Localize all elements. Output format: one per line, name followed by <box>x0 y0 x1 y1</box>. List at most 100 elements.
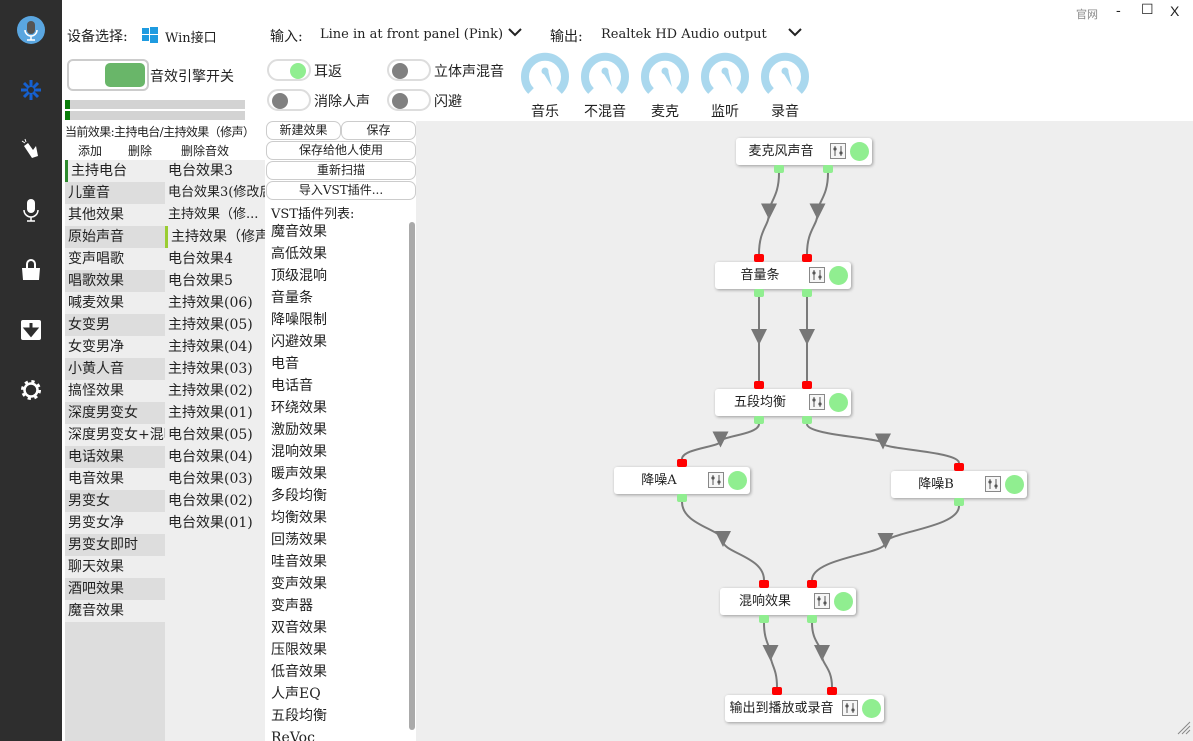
category-item[interactable]: 其他效果 <box>65 204 165 226</box>
preset-item[interactable]: 电台效果(04) <box>168 449 253 465</box>
category-item[interactable]: 女变男 <box>65 314 165 336</box>
category-item[interactable]: 深度男变女+混响 <box>65 424 165 446</box>
equalizer-settings-icon[interactable] <box>708 472 724 488</box>
output-port[interactable] <box>677 494 687 502</box>
volume-knob[interactable] <box>641 51 689 99</box>
category-item[interactable]: 男变女即时 <box>65 534 165 556</box>
vst-plugin-item[interactable]: 电音 <box>271 356 299 372</box>
effect-node[interactable]: 输出到播放或录音 <box>725 695 884 722</box>
output-port[interactable] <box>823 165 833 173</box>
effect-node[interactable]: 降噪A <box>614 467 750 494</box>
node-enabled-indicator[interactable] <box>728 471 747 490</box>
effect-node[interactable]: 麦克风声音 <box>736 138 872 165</box>
vst-plugin-item[interactable]: 低音效果 <box>271 664 327 680</box>
vst-plugin-item[interactable]: 闪避效果 <box>271 334 327 350</box>
category-item[interactable]: 电话效果 <box>65 446 165 468</box>
preset-item[interactable]: 电台效果(02) <box>168 493 253 509</box>
preset-item[interactable]: 主持效果(01) <box>168 405 253 421</box>
preset-item[interactable]: 主持效果(06) <box>168 295 253 311</box>
save-share-button[interactable]: 保存给他人使用 <box>266 141 416 160</box>
input-port[interactable] <box>802 381 812 389</box>
stereo-mix-toggle[interactable] <box>387 59 431 81</box>
vst-plugin-item[interactable]: 变声器 <box>271 598 313 614</box>
input-port[interactable] <box>954 463 964 471</box>
volume-knob[interactable] <box>761 51 809 99</box>
input-chevron-down-icon[interactable] <box>507 26 523 42</box>
app-logo-mic-icon[interactable] <box>16 15 46 45</box>
output-port[interactable] <box>759 615 769 623</box>
category-item[interactable]: 喊麦效果 <box>65 292 165 314</box>
input-port[interactable] <box>754 254 764 262</box>
preset-item[interactable]: 电台效果(05) <box>168 427 253 443</box>
category-item[interactable]: 聊天效果 <box>65 556 165 578</box>
volume-knob[interactable] <box>581 51 629 99</box>
output-chevron-down-icon[interactable] <box>787 26 803 42</box>
output-port[interactable] <box>754 416 764 424</box>
vst-plugin-item[interactable]: 哇音效果 <box>271 554 327 570</box>
vst-plugin-item[interactable]: 回荡效果 <box>271 532 327 548</box>
preset-item[interactable]: 电台效果(01) <box>168 515 253 531</box>
input-select[interactable]: Line in at front panel (Pink) <box>320 27 504 42</box>
import-vst-button[interactable]: 导入VST插件... <box>266 181 416 200</box>
vst-plugin-item[interactable]: ReVoc <box>271 730 315 741</box>
output-port[interactable] <box>754 289 764 297</box>
vst-plugin-item[interactable]: 混响效果 <box>271 444 327 460</box>
equalizer-settings-icon[interactable] <box>842 700 858 716</box>
vst-plugin-item[interactable]: 变声效果 <box>271 576 327 592</box>
output-select[interactable]: Realtek HD Audio output <box>601 27 767 42</box>
preset-item[interactable]: 电台效果5 <box>168 273 233 289</box>
node-enabled-indicator[interactable] <box>829 393 848 412</box>
effect-node[interactable]: 混响效果 <box>720 588 856 615</box>
maximize-button[interactable]: ☐ <box>1141 2 1154 18</box>
minimize-button[interactable]: - <box>1116 3 1121 19</box>
preset-item[interactable]: 主持效果(04) <box>168 339 253 355</box>
ear-return-toggle[interactable] <box>267 59 311 81</box>
engine-switch[interactable] <box>67 59 149 91</box>
preset-item[interactable]: 电台效果4 <box>168 251 233 267</box>
input-port[interactable] <box>807 580 817 588</box>
preset-item[interactable]: 电台效果3 <box>168 163 233 179</box>
vst-plugin-item[interactable]: 五段均衡 <box>271 708 327 724</box>
volume-knob[interactable] <box>521 51 569 99</box>
preset-item[interactable]: 电台效果3(修改后) <box>168 185 265 200</box>
vst-plugin-item[interactable]: 多段均衡 <box>271 488 327 504</box>
vst-plugin-item[interactable]: 降噪限制 <box>271 312 327 328</box>
vst-plugin-item[interactable]: 顶级混响 <box>271 268 327 284</box>
input-port[interactable] <box>759 580 769 588</box>
equalizer-settings-icon[interactable] <box>814 593 830 609</box>
settings-gear-icon[interactable] <box>16 375 46 405</box>
preset-item[interactable]: 主持效果（修声） <box>165 226 265 248</box>
preset-item[interactable]: 主持效果(02) <box>168 383 253 399</box>
node-enabled-indicator[interactable] <box>829 266 848 285</box>
vocal-remove-toggle[interactable] <box>267 89 311 111</box>
resize-grip-icon[interactable] <box>1177 721 1191 739</box>
vst-plugin-item[interactable]: 环绕效果 <box>271 400 327 416</box>
volume-knob[interactable] <box>701 51 749 99</box>
category-item[interactable]: 搞怪效果 <box>65 380 165 402</box>
category-item[interactable]: 原始声音 <box>65 226 165 248</box>
output-port[interactable] <box>774 165 784 173</box>
preset-item[interactable]: 电台效果(03) <box>168 471 253 487</box>
clap-hands-icon[interactable] <box>16 135 46 165</box>
effect-node[interactable]: 五段均衡 <box>715 389 851 416</box>
category-item[interactable]: 唱歌效果 <box>65 270 165 292</box>
effect-node[interactable]: 音量条 <box>715 262 851 289</box>
category-item[interactable]: 儿童音 <box>65 182 165 204</box>
input-port[interactable] <box>827 687 837 695</box>
output-port[interactable] <box>954 498 964 506</box>
category-item[interactable]: 女变男净 <box>65 336 165 358</box>
category-item[interactable]: 主持电台 <box>65 160 165 182</box>
add-button[interactable]: 添加 <box>78 144 103 158</box>
vst-plugin-item[interactable]: 均衡效果 <box>271 510 327 526</box>
vst-plugin-item[interactable]: 电话音 <box>271 378 313 394</box>
microphone-icon[interactable] <box>16 195 46 225</box>
node-enabled-indicator[interactable] <box>834 592 853 611</box>
output-port[interactable] <box>802 289 812 297</box>
node-enabled-indicator[interactable] <box>850 142 869 161</box>
shopping-bag-icon[interactable] <box>16 255 46 285</box>
equalizer-settings-icon[interactable] <box>809 394 825 410</box>
category-item[interactable]: 小黄人音 <box>65 358 165 380</box>
input-port[interactable] <box>772 687 782 695</box>
effects-burst-icon[interactable] <box>16 75 46 105</box>
